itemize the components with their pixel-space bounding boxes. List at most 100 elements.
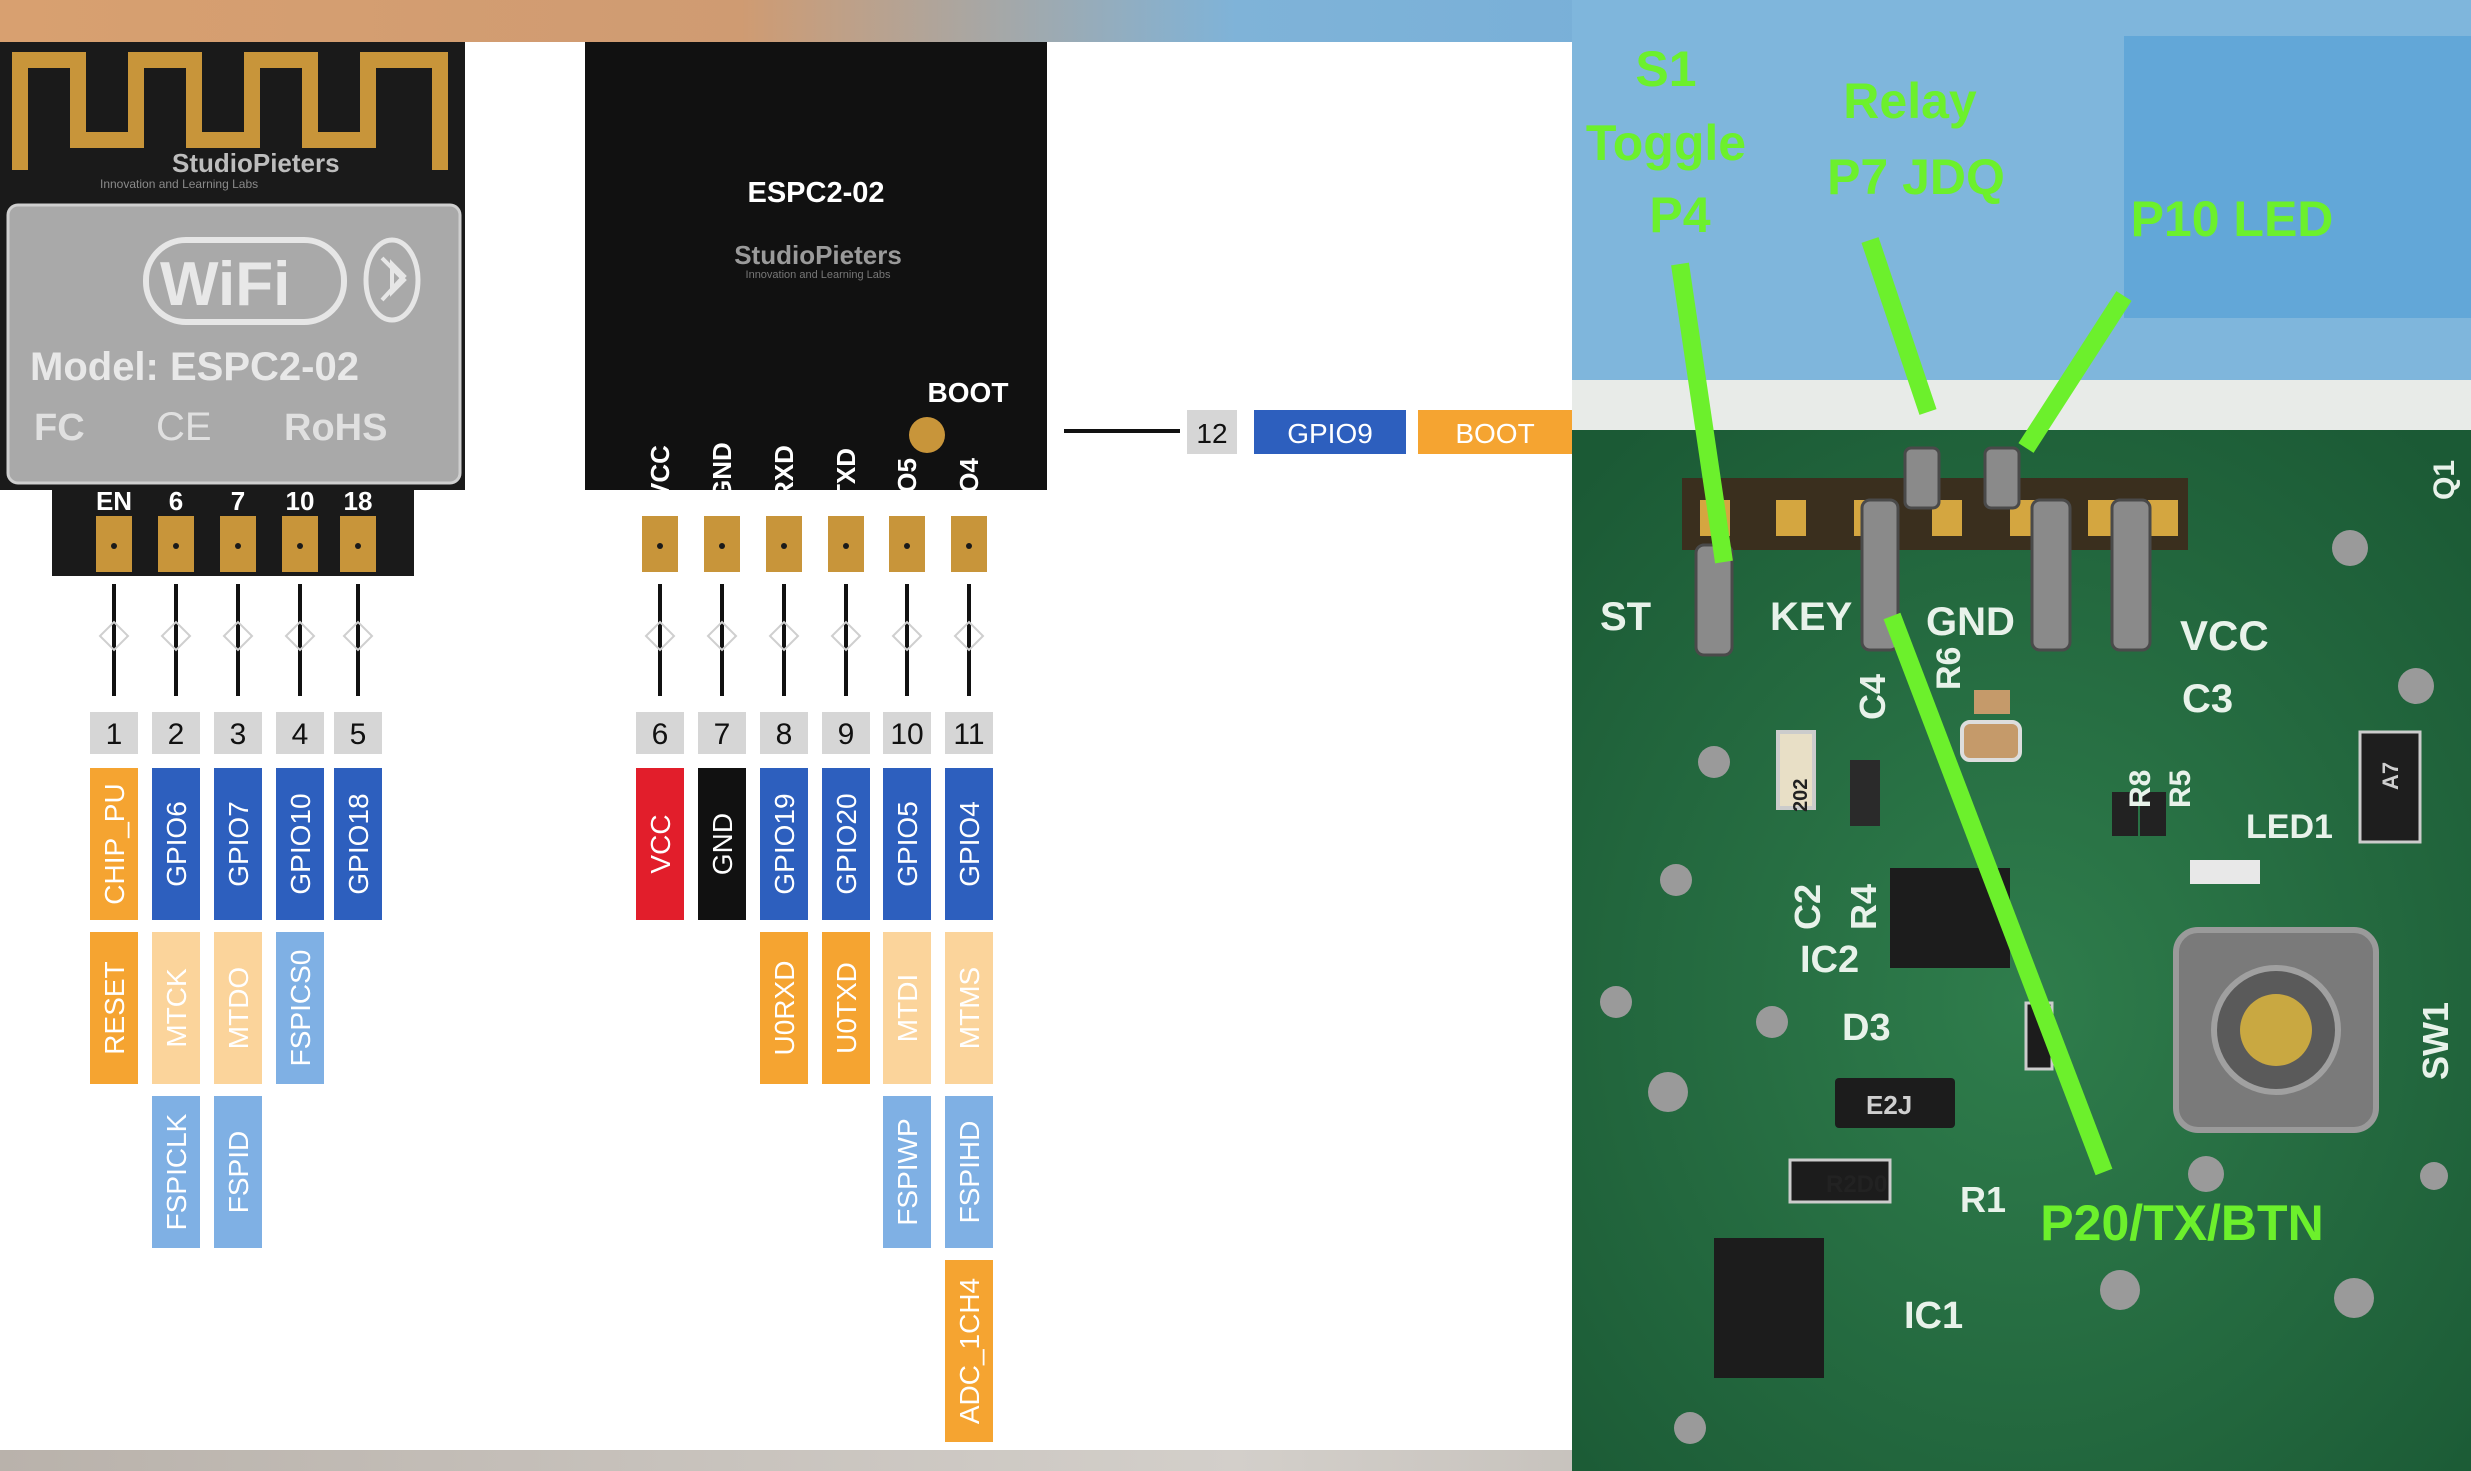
silk-gnd: GND (1926, 600, 2015, 644)
label-led: P10 LED (2131, 191, 2334, 247)
boot-pin-number: 12 (1196, 418, 1227, 449)
silk-r4: R4 (1843, 884, 1884, 930)
pin-number-box (636, 712, 684, 754)
pin-function-label: GND (707, 813, 738, 875)
pin-function-label: GPIO6 (161, 801, 192, 887)
module-pin-label: 7 (231, 486, 245, 516)
pin-function-label: GPIO18 (343, 793, 374, 894)
pin-function-box (90, 932, 138, 1084)
boot-pin-gpio: GPIO9 (1287, 418, 1373, 449)
silk-r5: R5 (2164, 770, 2197, 808)
pin-function-label: GPIO19 (769, 793, 800, 894)
pin-number: 5 (350, 718, 367, 751)
silk-r2d0: R2D0 (1826, 1171, 1887, 1198)
pin-function-label: GPIO10 (285, 793, 316, 894)
pin-number: 6 (652, 718, 669, 751)
module-pin-label: RXD (769, 445, 799, 500)
silk-sw1: SW1 (2415, 1002, 2456, 1080)
pin-function-box (152, 768, 200, 920)
annotation-lines (1671, 237, 2132, 1176)
silk-ic1: IC1 (1904, 1295, 1963, 1337)
pin-number: 7 (714, 718, 731, 751)
module-pin-label: GND (707, 442, 737, 500)
wifi-text: WiFi (160, 250, 290, 319)
bluetooth-icon (363, 237, 421, 323)
pinout-diagram: StudioPieters Innovation and Learning La… (0, 42, 1572, 1450)
pin-function-label: GPIO5 (892, 801, 923, 887)
right-tagline: Innovation and Learning Labs (746, 269, 891, 281)
pin-function-box (698, 768, 746, 920)
module-pin-label: 18 (344, 486, 373, 516)
wifi-logo-icon (143, 237, 347, 325)
silk-d3: D3 (1842, 1007, 1891, 1049)
pin-function-box (214, 768, 262, 920)
boot-pin-func: BOOT (1455, 418, 1534, 449)
pin-function-label: GPIO7 (223, 801, 254, 887)
pin-function-box (152, 932, 200, 1084)
pin-number-box (698, 712, 746, 754)
silk-led1: LED1 (2246, 808, 2333, 846)
pin-function-box (334, 768, 382, 920)
pin-function-box (214, 1096, 262, 1248)
pin-function-label: FSPICLK (161, 1113, 192, 1230)
pin-function-label: FSPID (223, 1131, 254, 1213)
module-left: StudioPieters Innovation and Learning La… (0, 42, 465, 576)
pin-number-box (945, 712, 993, 754)
silk-vcc: VCC (2180, 612, 2269, 659)
pin-function-label: CHIP_PU (99, 783, 130, 904)
label-relay-line2: P7 JDQ (1827, 149, 2005, 205)
module-pin-label: IO4 (954, 458, 984, 500)
module-pin-label: 10 (286, 486, 315, 516)
ce-mark: CE (156, 405, 212, 449)
pin-function-box (883, 1096, 931, 1248)
right-title: ESPC2-02 (747, 177, 884, 209)
rohs-mark: RoHS (284, 407, 387, 449)
pin-function-box (822, 932, 870, 1084)
pin-function-box (883, 768, 931, 920)
pin-function-box (883, 932, 931, 1084)
pin-function-box (636, 768, 684, 920)
pin-function-label: U0RXD (769, 961, 800, 1056)
module-pin-label: IO5 (892, 458, 922, 500)
boot-pad (909, 417, 945, 453)
silk-ic2: IC2 (1800, 939, 1859, 981)
pin-function-box (945, 1260, 993, 1442)
annotation-labels: S1 Toggle P4 Relay P7 JDQ P10 LED P20/TX… (1586, 41, 2334, 1251)
pin-number-box (334, 712, 382, 754)
module-pin-label: VCC (645, 445, 675, 500)
silk-c4: C4 (1852, 674, 1893, 720)
pin-function-label: GPIO20 (831, 793, 862, 894)
label-s1-line1: S1 (1635, 41, 1696, 97)
pin-number: 1 (106, 718, 123, 751)
pin-function-label: MTMS (954, 967, 985, 1049)
pin-number: 4 (292, 718, 309, 751)
pin-function-label: U0TXD (831, 962, 862, 1054)
pin-number: 8 (776, 718, 793, 751)
pin-function-label: MTDO (223, 967, 254, 1049)
silk-e2j: E2J (1866, 1090, 1912, 1120)
silk-r1: R1 (1960, 1179, 2006, 1220)
pin-function-label: VCC (645, 814, 676, 873)
module-pin-label: 6 (169, 486, 183, 516)
silk-202: 202 (1790, 779, 1812, 812)
pin-number-box (760, 712, 808, 754)
pin-function-box (90, 768, 138, 920)
silk-st: ST (1600, 595, 1651, 639)
left-tagline: Innovation and Learning Labs (100, 177, 258, 191)
pin-function-label: RESET (99, 961, 130, 1054)
pin-function-box (945, 932, 993, 1084)
label-s1-line3: P4 (1649, 187, 1710, 243)
pin-function-box (945, 768, 993, 920)
pin-function-label: FSPIHD (954, 1121, 985, 1224)
pin-function-box (822, 768, 870, 920)
pin-number-box (883, 712, 931, 754)
silk-c3: C3 (2182, 677, 2233, 721)
pcb-components (1600, 530, 2448, 1444)
silkscreen: ST KEY GND VCC C3 C4 R6 C2 R4 IC2 R8 R5 … (1600, 460, 2461, 1337)
pcb-photo: ST KEY GND VCC C3 C4 R6 C2 R4 IC2 R8 R5 … (1572, 0, 2471, 1471)
pin-number: 3 (230, 718, 247, 751)
module-right: ESPC2-02 StudioPieters Innovation and Le… (585, 42, 1047, 572)
silk-r6: R6 (1930, 647, 1968, 690)
silk-r8: R8 (2124, 770, 2157, 808)
silk-q1: Q1 (2428, 460, 2461, 500)
